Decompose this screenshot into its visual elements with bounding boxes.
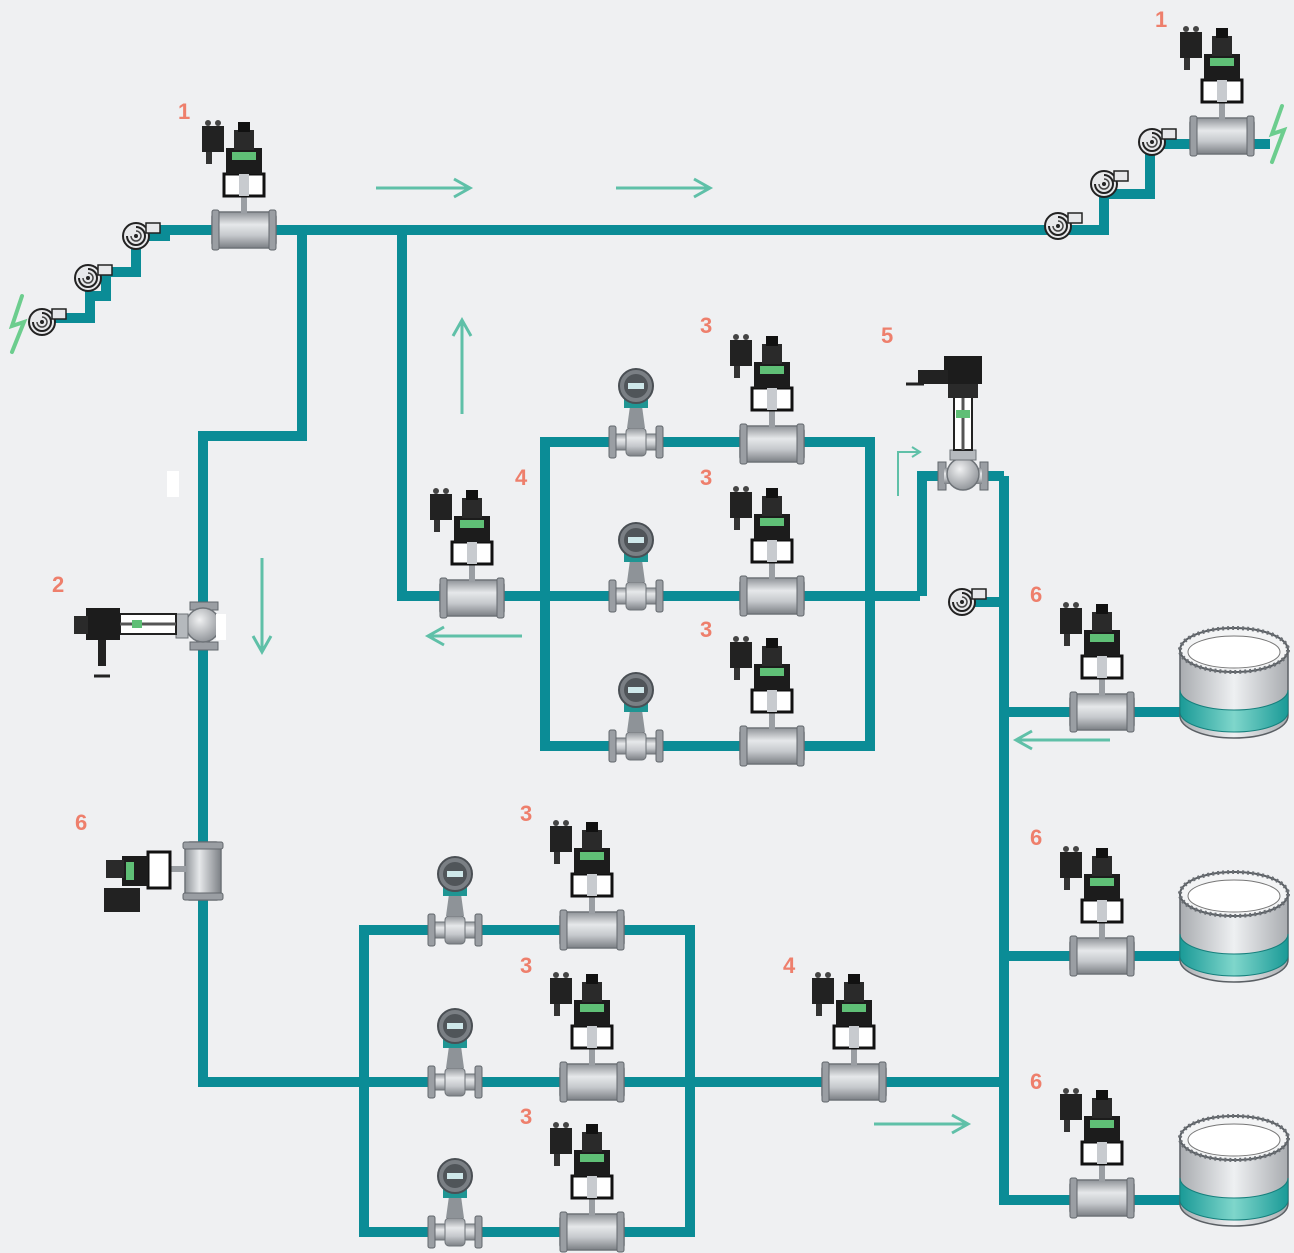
valve-1-left[interactable] (200, 118, 278, 252)
valve-3-lower-mid[interactable] (548, 970, 626, 1104)
flow-arrow-icon (897, 446, 922, 496)
label-5: 5 (881, 323, 893, 348)
valve-4-lower[interactable] (810, 970, 888, 1104)
intake-line-right (1060, 139, 1270, 235)
valve-3-upper-mid[interactable] (728, 484, 806, 618)
flow-arrow-icon (614, 177, 712, 199)
flow-meter-lower-bottom[interactable] (427, 1158, 483, 1249)
label-6-a: 6 (1030, 582, 1042, 607)
valve-6-tank-3[interactable] (1058, 1086, 1136, 1220)
label-4-upper: 4 (515, 465, 528, 490)
label-3-a: 3 (700, 313, 712, 338)
storage-tank-3[interactable] (1178, 1114, 1290, 1228)
flow-meter-lower-top[interactable] (427, 856, 483, 947)
storage-tank-1[interactable] (1178, 626, 1290, 740)
storage-tank-2[interactable] (1178, 870, 1290, 984)
valve-6-tank-2[interactable] (1058, 844, 1136, 978)
label-3-c: 3 (700, 617, 712, 642)
label-3-f: 3 (520, 1104, 532, 1129)
flow-arrow-icon (374, 177, 472, 199)
valve-4-upper[interactable] (428, 486, 506, 620)
globe-valve-5[interactable] (906, 356, 989, 491)
label-6-b: 6 (1030, 825, 1042, 850)
flow-meter-upper-bottom[interactable] (608, 672, 664, 763)
flow-meter-upper-top[interactable] (608, 368, 664, 459)
flow-arrow-icon (1014, 729, 1112, 751)
label-6-c: 6 (1030, 1069, 1042, 1094)
valve-1-right[interactable] (1178, 24, 1256, 158)
label-2: 2 (52, 572, 64, 597)
control-valve-loop (917, 471, 1004, 596)
marker-block (167, 471, 179, 497)
globe-valve-2[interactable] (74, 601, 226, 678)
label-4-lower: 4 (783, 953, 796, 978)
power-source-icon (1268, 104, 1288, 164)
label-6-left: 6 (75, 810, 87, 835)
label-3-b: 3 (700, 465, 712, 490)
pipe-network (44, 139, 1270, 1237)
flow-meter-lower-mid[interactable] (427, 1008, 483, 1099)
valve-6-tank-1[interactable] (1058, 600, 1136, 734)
valve-6-left[interactable] (104, 841, 224, 912)
flow-arrow-icon (872, 1113, 970, 1135)
valve-3-upper-top[interactable] (728, 332, 806, 466)
intake-line-left (44, 231, 170, 323)
label-3-e: 3 (520, 953, 532, 978)
flow-arrow-icon (251, 556, 273, 654)
flow-meter-upper-mid[interactable] (608, 522, 664, 613)
flow-arrow-icon (426, 625, 524, 647)
valve-3-lower-bottom[interactable] (548, 1120, 626, 1253)
bypass-down-pipe (198, 230, 360, 1087)
label-3-d: 3 (520, 801, 532, 826)
label-1-right: 1 (1155, 7, 1167, 32)
valve-3-upper-bottom[interactable] (728, 634, 806, 768)
label-1-left: 1 (178, 99, 190, 124)
flow-arrow-icon (451, 318, 473, 416)
power-source-icon (8, 294, 28, 354)
valve-3-lower-top[interactable] (548, 818, 626, 952)
